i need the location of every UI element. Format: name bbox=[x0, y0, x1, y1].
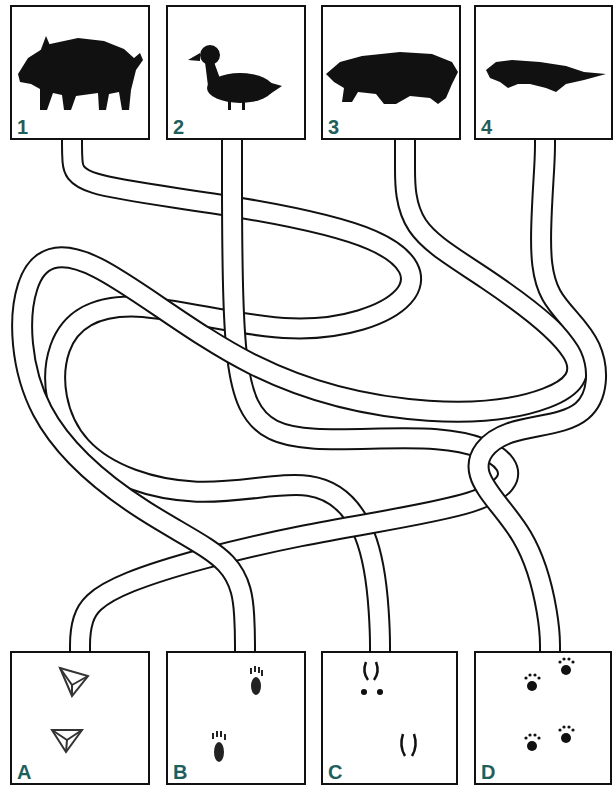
tube-outline bbox=[22, 140, 577, 651]
badger-silhouette bbox=[326, 52, 458, 104]
box-label: A bbox=[16, 762, 32, 782]
box-label: C bbox=[327, 762, 343, 782]
boar-silhouette bbox=[18, 36, 143, 110]
hoof-footprints bbox=[362, 662, 415, 756]
badger-footprints bbox=[212, 666, 263, 762]
maze-tube bbox=[80, 140, 508, 651]
animal-box: 4 bbox=[474, 5, 613, 140]
tube-outline bbox=[479, 140, 596, 651]
maze-tube bbox=[22, 140, 577, 651]
duck-silhouette bbox=[188, 45, 282, 110]
box-label: 2 bbox=[172, 117, 185, 137]
tube-outline bbox=[80, 140, 508, 651]
footprint-box: B bbox=[166, 651, 306, 785]
box-label: 4 bbox=[480, 117, 493, 137]
animal-box: 2 bbox=[166, 5, 306, 140]
animal-box: 1 bbox=[10, 5, 150, 140]
tube-inside bbox=[479, 140, 596, 651]
tube-inside bbox=[80, 140, 508, 651]
box-label: 3 bbox=[327, 117, 340, 137]
box-label: D bbox=[480, 762, 496, 782]
footprint-box: C bbox=[321, 651, 458, 785]
maze-tube bbox=[479, 140, 596, 651]
webbed-footprints bbox=[52, 668, 88, 752]
otter-footprints bbox=[524, 657, 574, 751]
tube-inside bbox=[22, 140, 577, 651]
footprint-box: D bbox=[474, 651, 612, 785]
footprint-box: A bbox=[10, 651, 150, 785]
box-label: B bbox=[172, 762, 188, 782]
otter-silhouette bbox=[486, 60, 606, 92]
box-label: 1 bbox=[16, 117, 29, 137]
animal-box: 3 bbox=[321, 5, 461, 140]
